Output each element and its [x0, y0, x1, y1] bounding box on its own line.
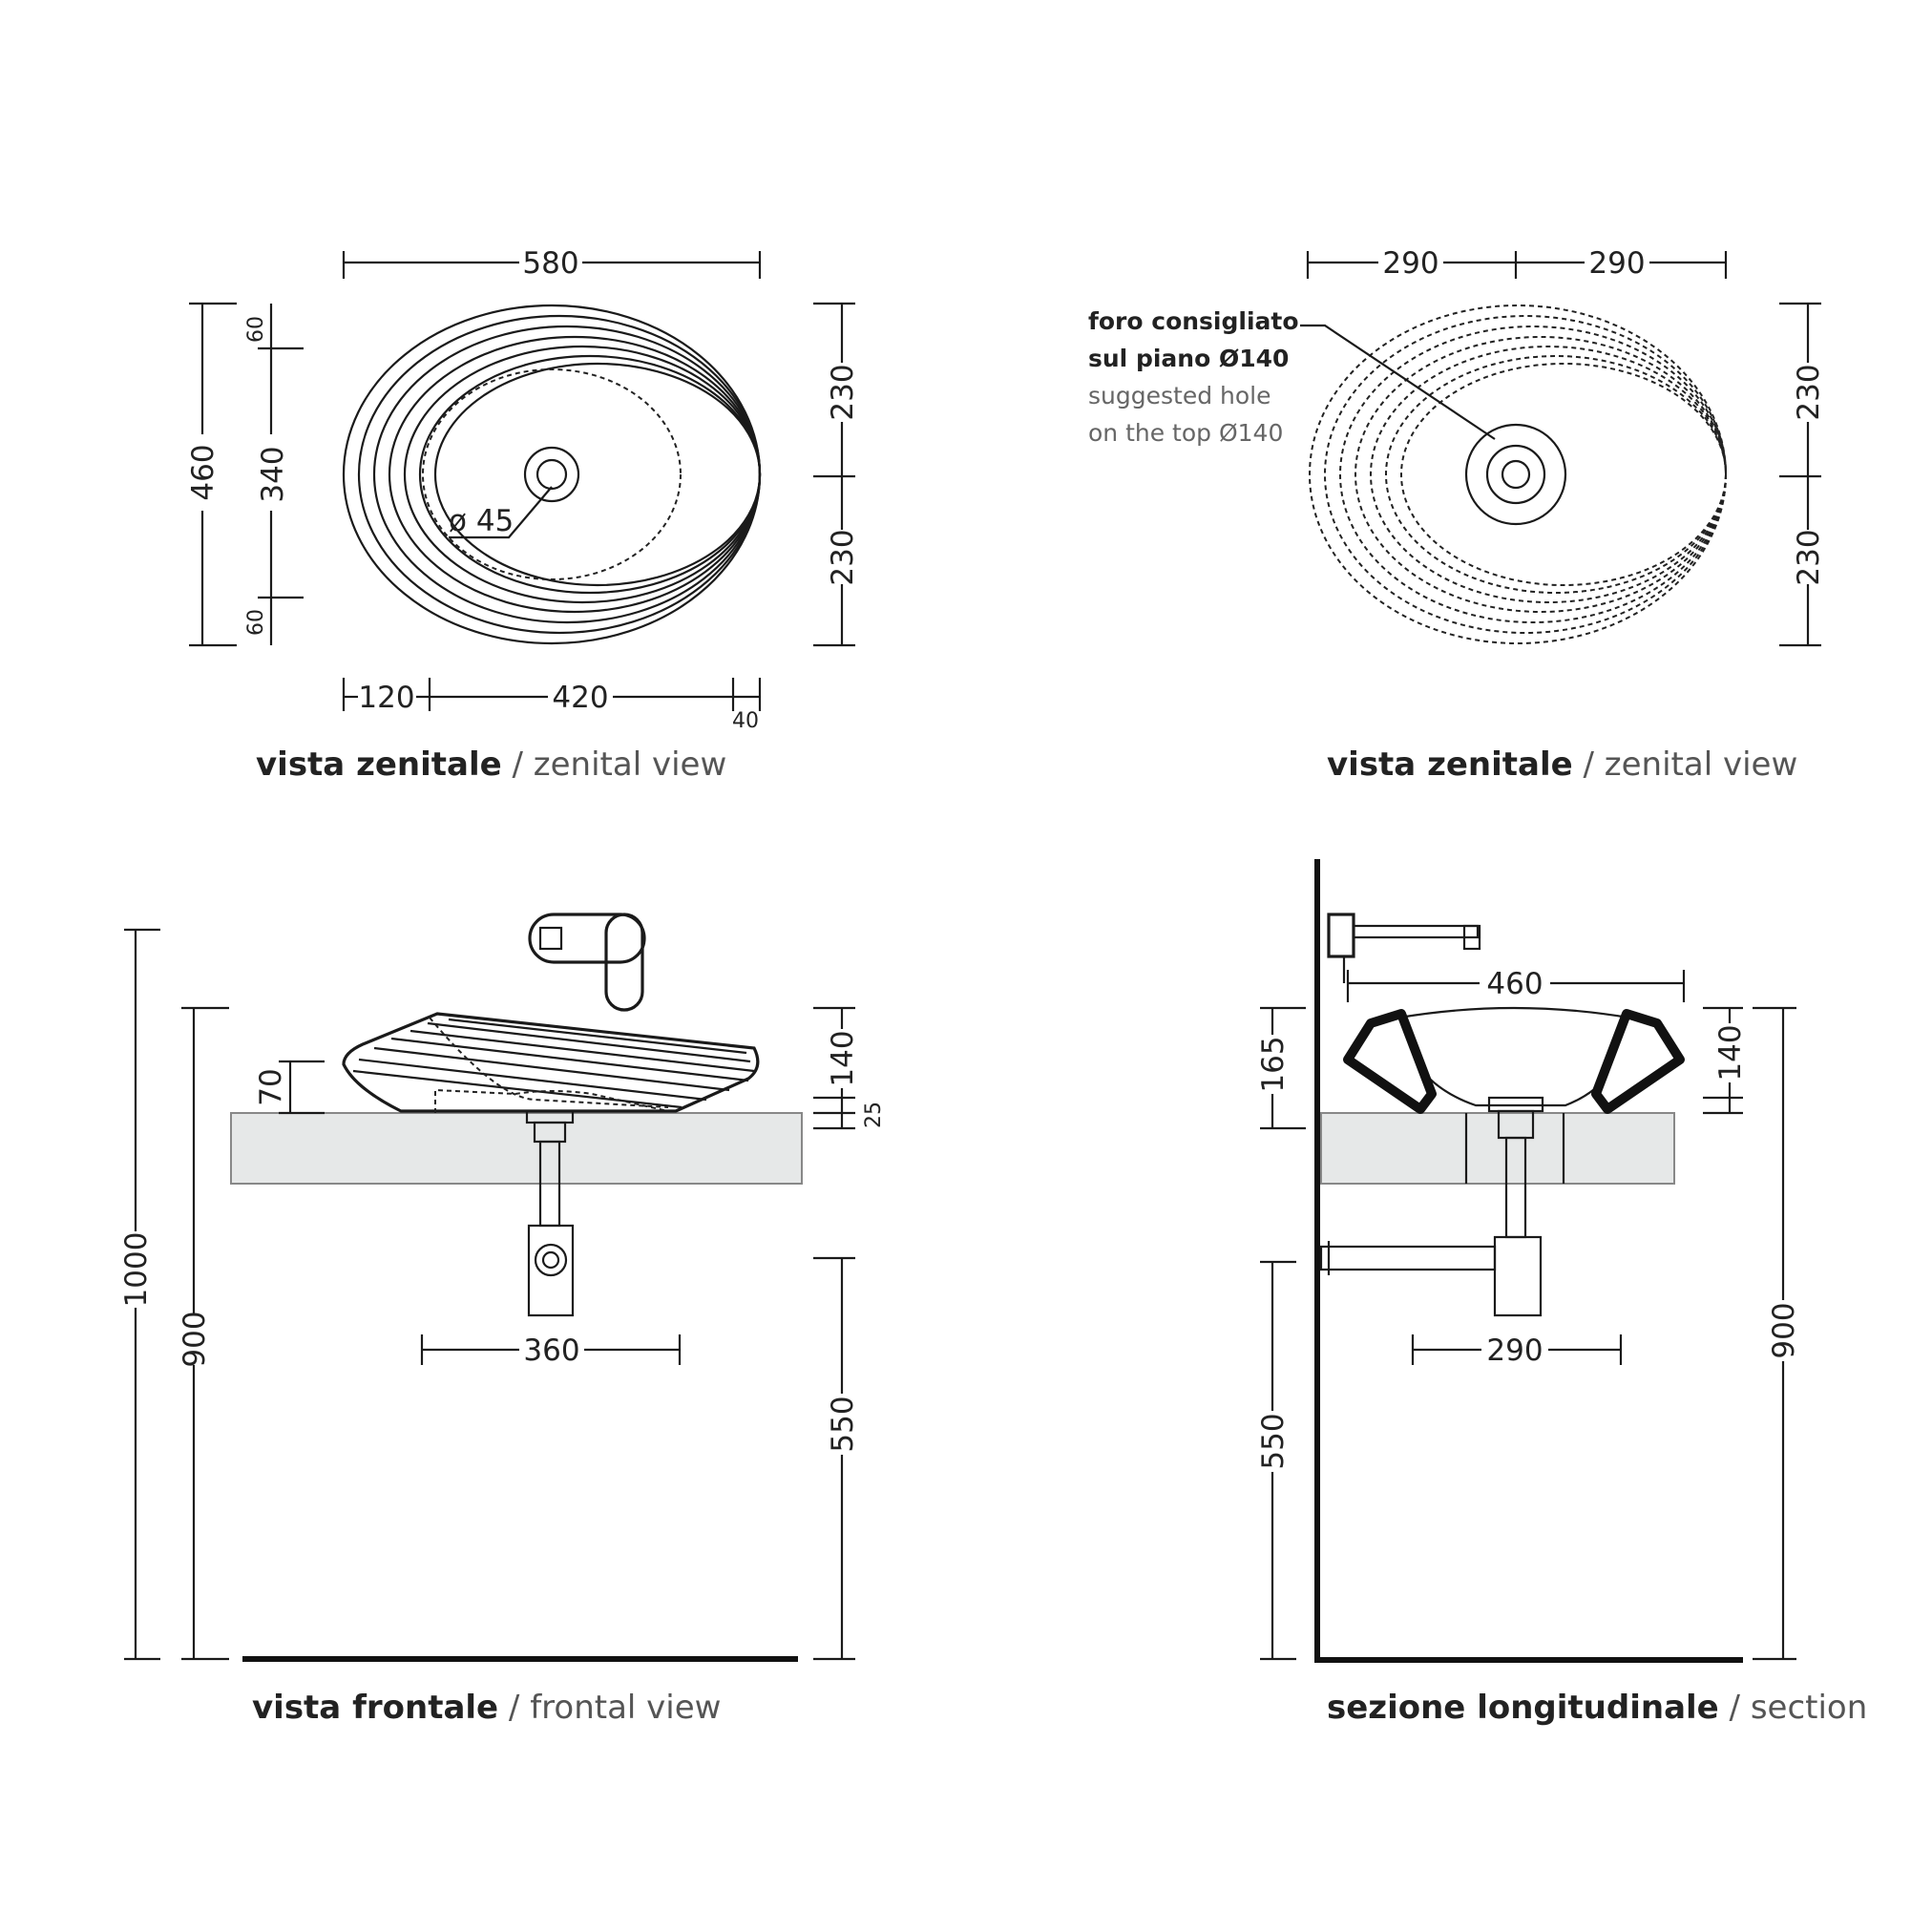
- dim-900-section: 900: [1753, 1006, 1801, 1661]
- svg-text:420: 420: [552, 681, 608, 715]
- dim-550: 550: [813, 1256, 860, 1661]
- svg-text:230: 230: [826, 364, 860, 420]
- svg-text:290: 290: [1486, 1334, 1543, 1368]
- dim-140-section: 140: [1703, 1006, 1748, 1115]
- svg-text:sul piano Ø140: sul piano Ø140: [1088, 345, 1289, 372]
- dim-70: 70: [254, 1060, 325, 1115]
- dim-460: 460: [1346, 967, 1686, 1002]
- svg-text:140: 140: [1713, 1024, 1748, 1081]
- svg-text:40: 40: [732, 709, 759, 733]
- section-view: 460 165 140 290: [1256, 859, 1867, 1727]
- dim-290: 290: [1411, 1334, 1623, 1368]
- drain-icon: [523, 446, 580, 503]
- svg-text:120: 120: [358, 681, 414, 715]
- caption-frontal: vista frontale / frontal view: [252, 1689, 721, 1727]
- hole-leader: [1300, 324, 1496, 440]
- frontal-view: 1000 900 70 140 25: [119, 913, 886, 1727]
- svg-text:230: 230: [1792, 529, 1826, 585]
- basin-outline-rings: [342, 304, 762, 645]
- svg-text:140: 140: [826, 1030, 860, 1086]
- svg-text:165: 165: [1256, 1036, 1291, 1092]
- suggested-hole-icon: [1464, 423, 1567, 526]
- svg-text:230: 230: [1792, 364, 1826, 420]
- dim-height-total: 460: [186, 302, 237, 647]
- drain-leader: [449, 486, 553, 539]
- caption-zenital-right: vista zenitale / zenital view: [1327, 746, 1797, 784]
- wall-faucet-icon: [1327, 913, 1481, 983]
- dim-right-halves: 230 230: [813, 302, 860, 647]
- dim-1000: 1000: [119, 928, 160, 1661]
- svg-text:460: 460: [186, 444, 220, 500]
- basin-profile: [342, 1012, 760, 1113]
- svg-text:suggested hole: suggested hole: [1088, 382, 1270, 410]
- dim-140-25: 140 25: [813, 1006, 886, 1130]
- drain-diameter-label: ø 45: [449, 504, 514, 538]
- hole-note: foro consigliato sul piano Ø140 suggeste…: [1088, 307, 1299, 447]
- svg-text:on the top Ø140: on the top Ø140: [1088, 419, 1283, 447]
- dim-bottom-segments: 120 420 40: [342, 678, 762, 733]
- zenital-view-left: ø 45 580 460 60 340 60: [186, 246, 860, 784]
- svg-text:60: 60: [244, 316, 268, 343]
- svg-text:360: 360: [523, 1334, 579, 1368]
- dim-550-section: 550: [1256, 1260, 1296, 1661]
- countertop-slab: [230, 1112, 803, 1185]
- svg-text:900: 900: [178, 1311, 212, 1367]
- svg-text:25: 25: [862, 1102, 886, 1128]
- zenital-view-right: foro consigliato sul piano Ø140 suggeste…: [1088, 246, 1826, 784]
- svg-text:290: 290: [1588, 246, 1645, 281]
- drain-trap-icon: [525, 1109, 575, 1317]
- dim-165: 165: [1256, 1006, 1306, 1130]
- svg-text:460: 460: [1486, 967, 1543, 1001]
- svg-text:900: 900: [1767, 1302, 1801, 1358]
- dim-width-total: 580: [342, 246, 762, 281]
- dim-900: 900: [178, 1006, 229, 1661]
- svg-text:foro consigliato: foro consigliato: [1088, 307, 1299, 335]
- svg-text:1000: 1000: [119, 1232, 154, 1308]
- caption-section: sezione longitudinale / section: [1327, 1689, 1867, 1727]
- svg-text:230: 230: [826, 529, 860, 585]
- svg-text:550: 550: [1256, 1413, 1291, 1469]
- faucet-icon: [528, 913, 646, 1012]
- svg-text:60: 60: [244, 609, 268, 636]
- basin-dashed-rings: [1309, 304, 1727, 644]
- svg-text:340: 340: [256, 446, 290, 502]
- caption-zenital-left: vista zenitale / zenital view: [256, 746, 726, 784]
- svg-text:580: 580: [522, 246, 578, 281]
- dim-top-halves: 290 290: [1306, 246, 1728, 281]
- dim-360: 360: [420, 1334, 682, 1368]
- svg-text:70: 70: [254, 1068, 288, 1105]
- dim-right-halves-2: 230 230: [1779, 302, 1826, 647]
- section-drain-icon: [1319, 1096, 1544, 1317]
- basin-section: [1343, 1006, 1685, 1114]
- svg-text:290: 290: [1382, 246, 1438, 281]
- dim-inner-stack: 60 340 60: [244, 304, 304, 645]
- svg-text:550: 550: [826, 1396, 860, 1452]
